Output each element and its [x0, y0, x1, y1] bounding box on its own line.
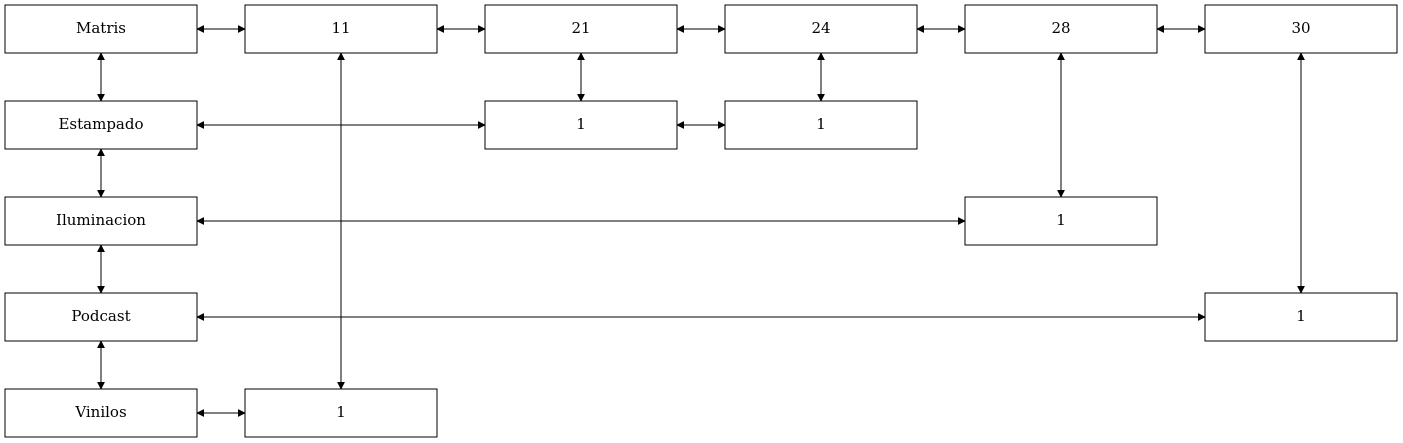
node-30: 30	[1204, 4, 1398, 54]
node-estampado-24-value: 1	[724, 100, 918, 150]
node-matris-label: Matris	[76, 19, 126, 37]
node-podcast-label: Podcast	[71, 307, 130, 325]
node-matris: Matris	[4, 4, 198, 54]
node-podcast-30-value: 1	[1204, 292, 1398, 342]
node-podcast-30-value-label: 1	[1296, 307, 1306, 325]
node-11: 11	[244, 4, 438, 54]
node-podcast: Podcast	[4, 292, 198, 342]
node-estampado-label: Estampado	[58, 115, 143, 133]
node-24-label: 24	[811, 19, 830, 37]
node-iluminacion-28-value: 1	[964, 196, 1158, 246]
node-estampado: Estampado	[4, 100, 198, 150]
node-estampado-21-value: 1	[484, 100, 678, 150]
node-estampado-21-value-label: 1	[576, 115, 586, 133]
node-vinilos-11-value-label: 1	[336, 403, 346, 421]
node-28: 28	[964, 4, 1158, 54]
node-24: 24	[724, 4, 918, 54]
node-vinilos-label: Vinilos	[74, 403, 126, 421]
node-11-label: 11	[331, 19, 350, 37]
nodes-layer: Matris 11 21 24 28 30	[4, 4, 1398, 438]
node-iluminacion-label: Iluminacion	[56, 211, 146, 229]
node-21-label: 21	[571, 19, 590, 37]
node-21: 21	[484, 4, 678, 54]
node-estampado-24-value-label: 1	[816, 115, 826, 133]
node-iluminacion: Iluminacion	[4, 196, 198, 246]
node-vinilos: Vinilos	[4, 388, 198, 438]
node-vinilos-11-value: 1	[244, 388, 438, 438]
edges-layer	[97, 25, 1305, 417]
node-28-label: 28	[1051, 19, 1070, 37]
node-30-label: 30	[1291, 19, 1310, 37]
node-iluminacion-28-value-label: 1	[1056, 211, 1066, 229]
